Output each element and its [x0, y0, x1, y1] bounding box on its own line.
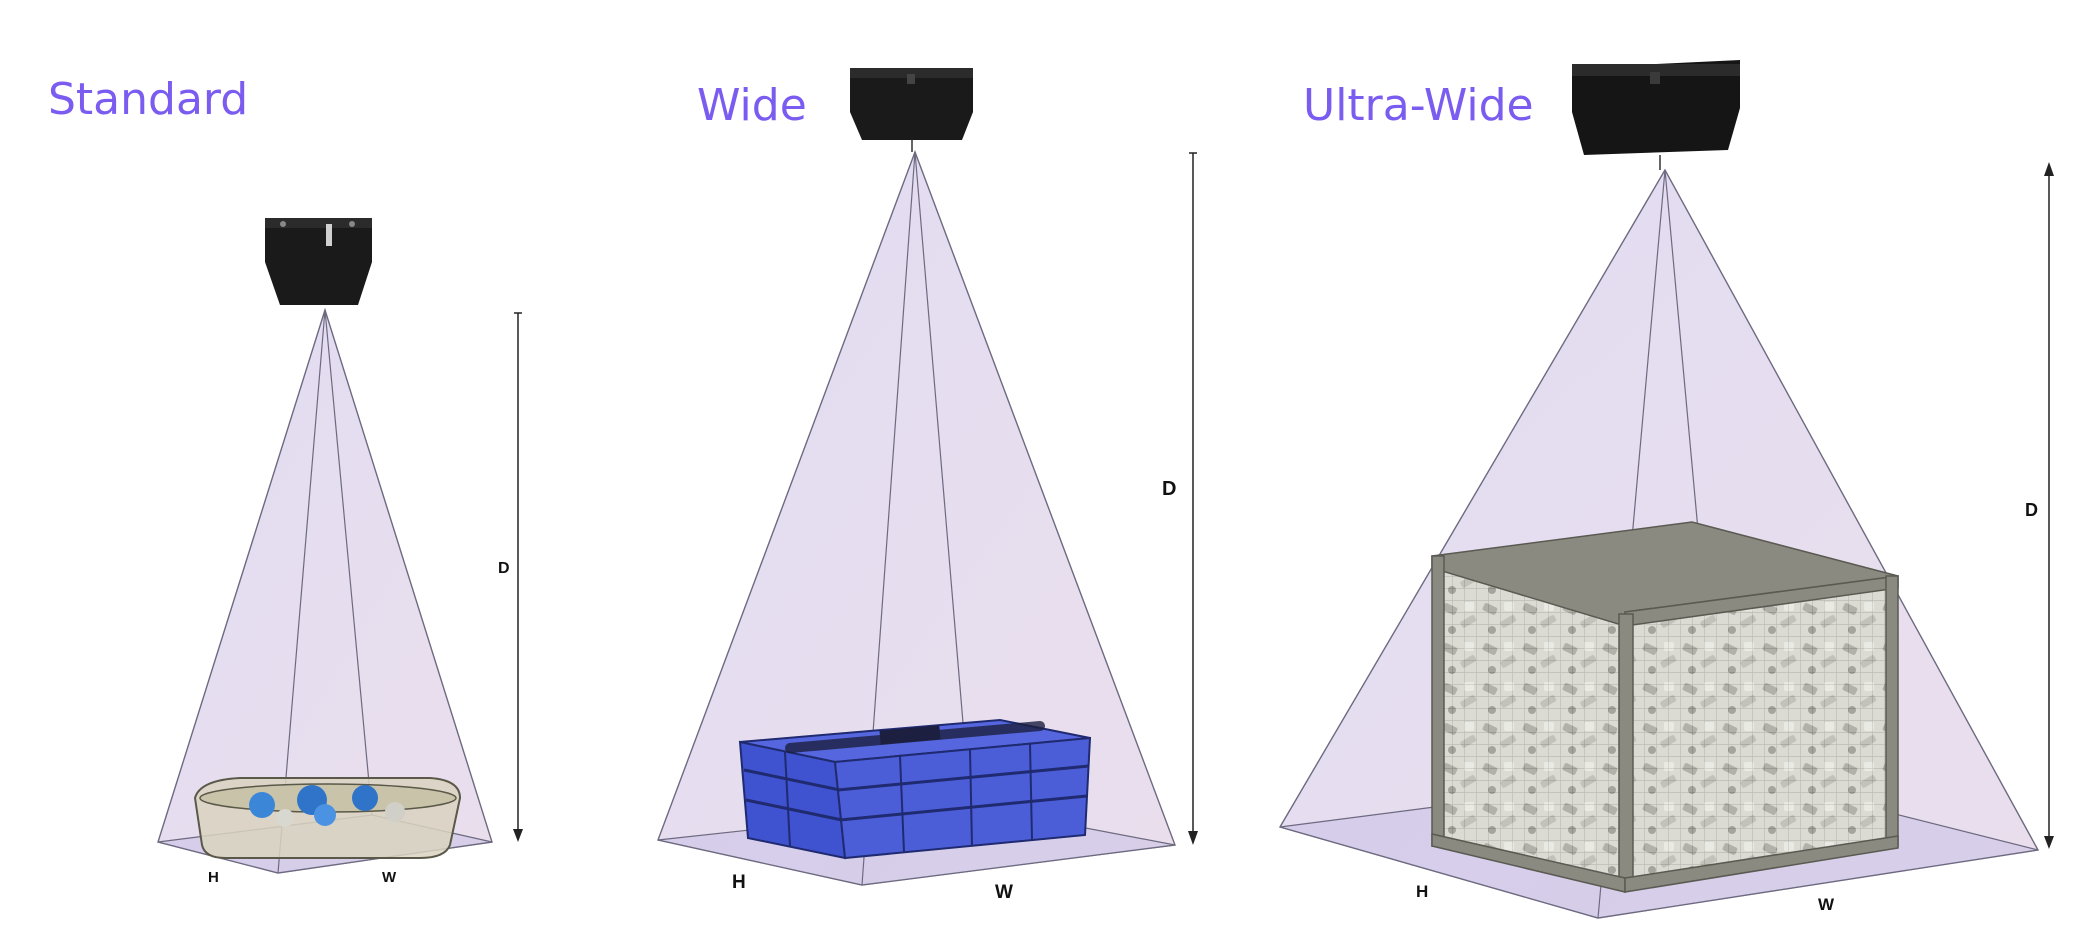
ultra-wide-height-label: H — [1416, 882, 1428, 901]
wide-height-label: H — [732, 872, 746, 893]
wide-camera-icon — [850, 68, 973, 152]
ultra-wide-width-label: W — [1818, 895, 1835, 914]
tray-object — [193, 777, 462, 859]
blue-crate-object — [738, 718, 1092, 860]
ultra-wide-depth-arrow — [2044, 162, 2054, 849]
wire-mesh-bin-object — [1431, 521, 1899, 893]
wide-depth-label: D — [1162, 478, 1176, 500]
wide-depth-arrow — [1188, 152, 1198, 845]
panel-title-standard: Standard — [48, 74, 249, 125]
wide-panel: D H W — [657, 68, 1198, 903]
standard-panel: D H W — [157, 218, 523, 886]
panel-title-wide: Wide — [697, 80, 807, 131]
panel-title-ultra-wide: Ultra-Wide — [1303, 80, 1534, 131]
standard-depth-label: D — [498, 560, 510, 577]
standard-depth-arrow — [513, 312, 523, 842]
ultra-wide-depth-label: D — [2025, 500, 2038, 520]
standard-camera-icon — [265, 218, 372, 305]
standard-width-label: W — [382, 869, 397, 886]
ultra-wide-panel: D H W — [1278, 60, 2054, 919]
wide-width-label: W — [995, 882, 1013, 903]
standard-height-label: H — [208, 869, 219, 886]
ultra-wide-camera-icon — [1572, 60, 1740, 170]
